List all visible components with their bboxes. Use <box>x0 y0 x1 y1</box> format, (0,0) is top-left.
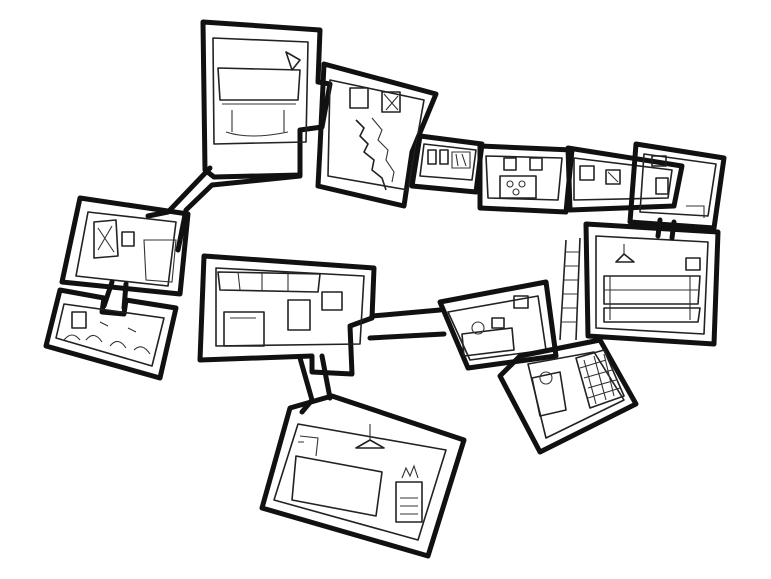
study-room <box>437 279 559 371</box>
bed-icon <box>651 155 705 218</box>
south-west-room <box>43 287 179 381</box>
corridor-north-east <box>655 217 677 241</box>
lamp-icon <box>355 424 385 449</box>
shelf-icon <box>427 149 471 169</box>
ladder-room <box>583 221 721 347</box>
bottom-hall <box>259 393 467 559</box>
bed-icon <box>93 219 177 283</box>
living-room <box>197 253 377 377</box>
window-icon <box>349 87 401 113</box>
bathroom-room <box>200 19 333 180</box>
sofa-icon <box>217 271 343 347</box>
sofa-icon <box>291 435 383 517</box>
stove-icon <box>531 349 625 417</box>
west-bedroom <box>59 195 191 297</box>
north-east-room <box>627 141 727 231</box>
storage-icon <box>63 311 151 355</box>
stove-icon <box>395 464 423 523</box>
window-icon <box>579 165 669 195</box>
ladder-icon <box>559 237 581 341</box>
kitchen-corner <box>497 337 639 455</box>
corridor-shelf-room <box>409 133 485 195</box>
desk-icon <box>461 295 529 357</box>
bathtub-icon <box>217 51 301 137</box>
stairs-icon <box>355 117 395 191</box>
bed-icon <box>603 244 701 323</box>
small-window-room <box>477 143 575 215</box>
stair-room <box>315 61 439 209</box>
window-icon <box>499 157 543 199</box>
corridor-east <box>367 307 447 341</box>
